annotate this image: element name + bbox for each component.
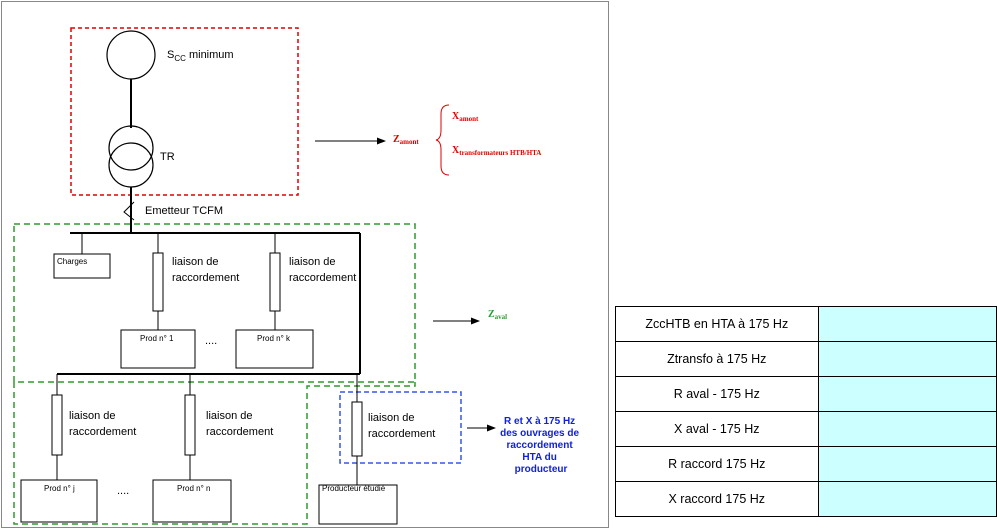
row-label: X raccord 175 Hz — [615, 481, 819, 517]
tr-label: TR — [160, 151, 175, 163]
row-value-cell[interactable] — [817, 376, 997, 412]
aval-box-lower — [13, 382, 416, 525]
charges-box — [53, 253, 111, 279]
row-label: R raccord 175 Hz — [615, 446, 819, 482]
table-row: R raccord 175 Hz — [615, 446, 997, 482]
row-label: ZccHTB en HTA à 175 Hz — [615, 306, 819, 342]
results-table: ZccHTB en HTA à 175 Hz Ztransfo à 175 Hz… — [615, 306, 997, 517]
row-value-cell[interactable] — [817, 341, 997, 377]
row-value-cell[interactable] — [817, 446, 997, 482]
amont-box — [70, 27, 299, 196]
xamont-label: Xamont — [452, 111, 479, 123]
table-row: R aval - 175 Hz — [615, 376, 997, 412]
prod-1-label: Prod n° 1 — [140, 334, 174, 343]
producteur-element — [351, 401, 363, 457]
rx-label: R et X à 175 Hz des ouvrages de raccorde… — [500, 416, 582, 475]
scc-label: SCC minimum — [167, 49, 234, 63]
prod-k-box — [235, 329, 314, 369]
raccord-box — [339, 391, 462, 464]
producteur-label: Producteur étudié — [322, 484, 386, 493]
prod-j-box — [20, 479, 98, 523]
amont-brace — [435, 104, 450, 176]
liaison-1-element — [152, 252, 164, 312]
aval-box — [13, 223, 416, 383]
table-row: Ztransfo à 175 Hz — [615, 341, 997, 377]
aval-arrowhead — [471, 317, 480, 325]
row-value-cell[interactable] — [817, 306, 997, 342]
liaison-k-element — [269, 252, 281, 312]
row-value-cell[interactable] — [817, 481, 997, 517]
emetteur-symbol — [123, 201, 135, 221]
prod-j-label: Prod n° j — [44, 484, 75, 493]
zamont-label: Zamont — [393, 134, 419, 146]
source-symbol — [106, 30, 156, 80]
ellipsis-lower: .... — [117, 485, 129, 497]
transformer-symbol — [108, 125, 154, 188]
zaval-label: Zaval — [488, 309, 507, 321]
prod-n-box — [152, 479, 232, 523]
emetteur-label: Emetteur TCFM — [145, 205, 223, 217]
ellipsis-upper: .... — [205, 335, 217, 347]
charges-label: Charges — [57, 257, 87, 266]
table-row: X raccord 175 Hz — [615, 481, 997, 517]
prod-1-box — [120, 329, 196, 369]
diagram-frame — [1, 1, 609, 528]
table-row: X aval - 175 Hz — [615, 411, 997, 447]
producteur-box — [318, 484, 398, 525]
prod-n-label: Prod n° n — [177, 484, 210, 493]
table-row: ZccHTB en HTA à 175 Hz — [615, 306, 997, 342]
row-label: R aval - 175 Hz — [615, 376, 819, 412]
prod-k-label: Prod n° k — [257, 334, 291, 343]
row-label: X aval - 175 Hz — [615, 411, 819, 447]
raccord-arrowhead — [487, 424, 496, 432]
row-label: Ztransfo à 175 Hz — [615, 341, 819, 377]
row-value-cell[interactable] — [817, 411, 997, 447]
liaison-n-element — [184, 394, 196, 456]
amont-arrowhead — [377, 137, 386, 145]
xtransfo-label: Xtransformateurs HTB/HTA — [452, 145, 541, 157]
liaison-j-element — [51, 394, 63, 456]
